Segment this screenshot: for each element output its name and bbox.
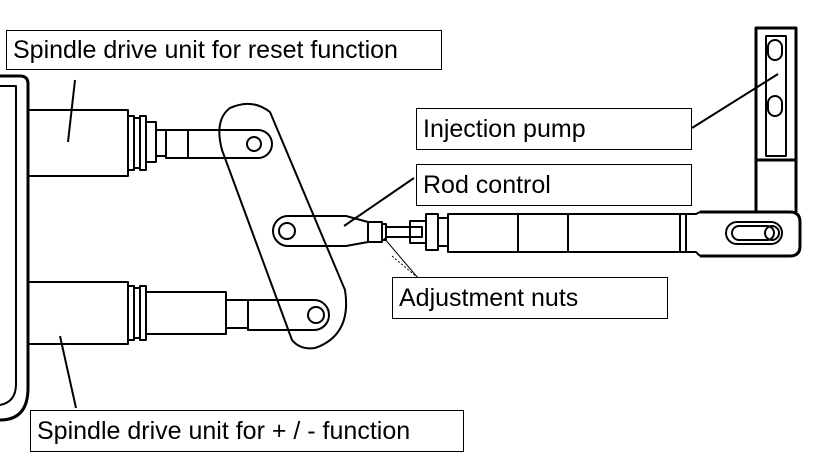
mounting-plate <box>0 74 30 422</box>
leader-lines <box>59 73 779 409</box>
adjustment-nuts-assembly <box>385 213 449 251</box>
plus-minus-spindle-drive <box>27 281 330 345</box>
label-injection-pump: Injection pump <box>416 108 692 150</box>
rocker-lever <box>218 102 348 350</box>
connecting-rod <box>447 213 687 253</box>
injection-pump-lever <box>686 26 802 258</box>
label-adjustment-nuts: Adjustment nuts <box>392 277 668 319</box>
label-reset-spindle-drive: Spindle drive unit for reset function <box>6 30 442 70</box>
label-plus-minus-spindle-drive: Spindle drive unit for + / - function <box>30 410 464 452</box>
label-rod-control: Rod control <box>416 164 692 206</box>
rod-control-clevis <box>272 215 387 247</box>
reset-spindle-drive <box>27 109 273 177</box>
